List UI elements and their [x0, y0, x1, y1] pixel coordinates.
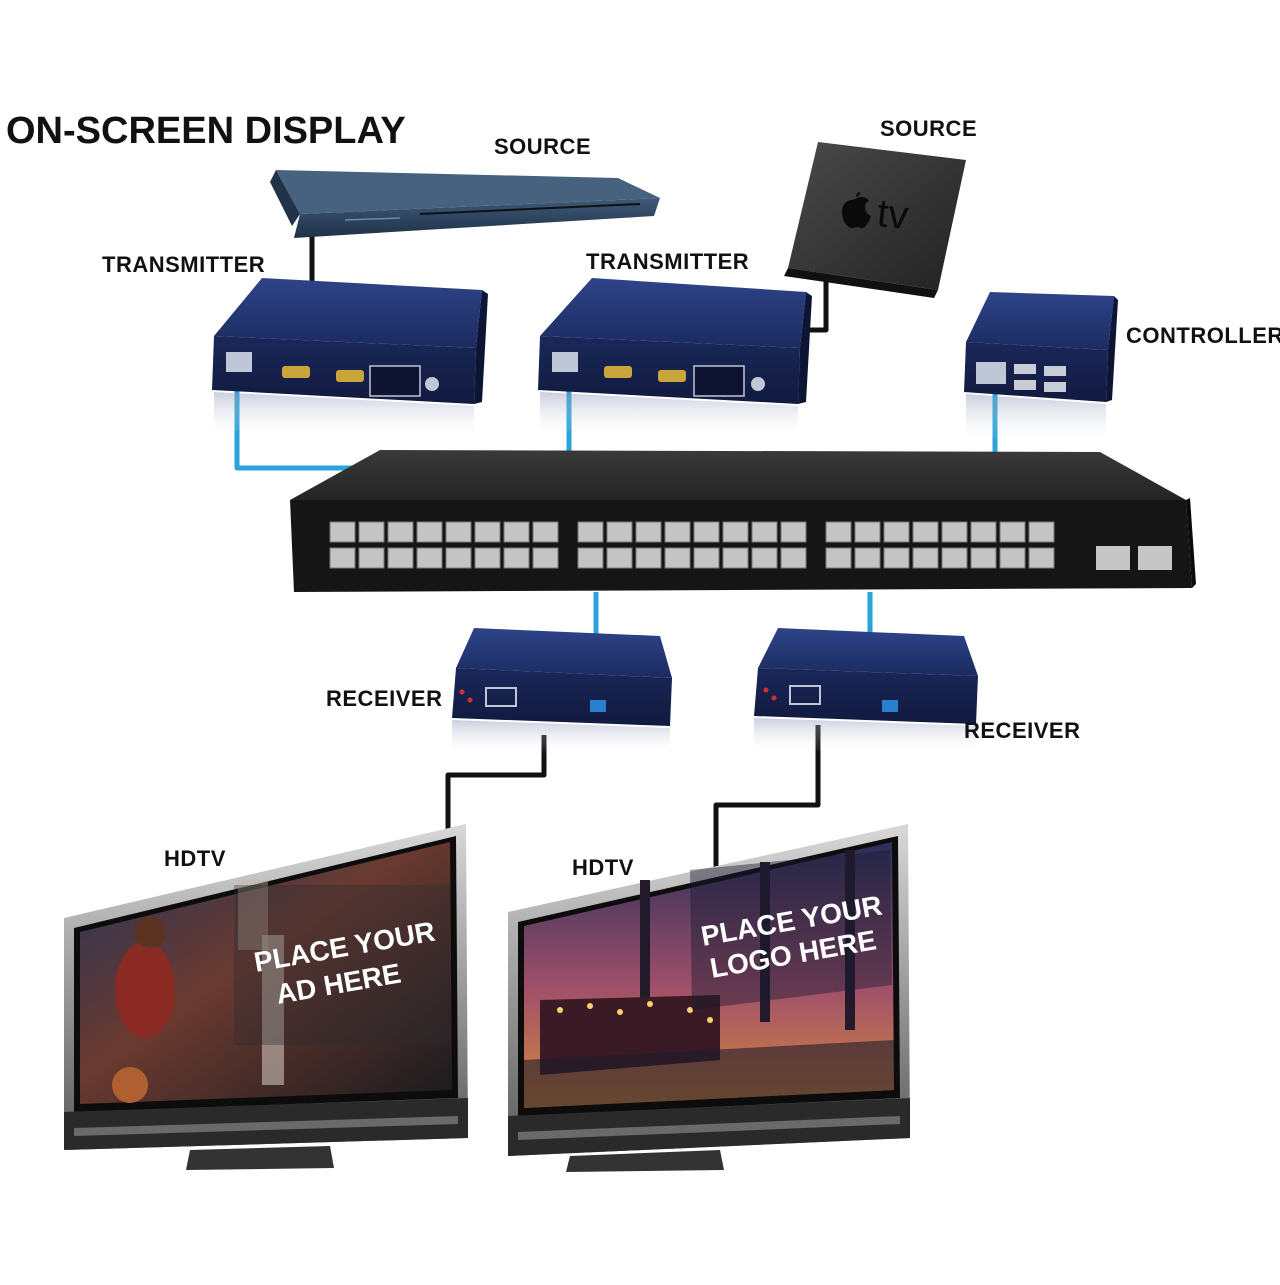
- switch-port: [825, 521, 852, 543]
- switch-port: [883, 547, 910, 569]
- uplink-port: [1138, 546, 1172, 570]
- hdmi-in-port: [336, 370, 364, 382]
- switch-port: [912, 547, 939, 569]
- switch-port: [606, 521, 633, 543]
- switch-port: [693, 547, 720, 569]
- switch-port: [532, 521, 559, 543]
- switch-port: [577, 521, 604, 543]
- switch-port: [825, 547, 852, 569]
- controller-device: [964, 292, 1118, 446]
- label-source-1: SOURCE: [494, 134, 592, 159]
- switch-port: [474, 521, 501, 543]
- switch-port: [1028, 521, 1055, 543]
- label-source-2: SOURCE: [880, 116, 978, 141]
- apple-logo-icon: [842, 192, 871, 228]
- ethernet-port: [552, 352, 578, 372]
- network-switch: [290, 450, 1196, 592]
- switch-port: [635, 521, 662, 543]
- switch-port: [577, 547, 604, 569]
- label-transmitter-2: TRANSMITTER: [586, 249, 750, 274]
- switch-port: [416, 521, 443, 543]
- source-2-apple-tv: tv: [784, 142, 966, 298]
- switch-port: [329, 547, 356, 569]
- switch-port: [329, 521, 356, 543]
- label-transmitter-1: TRANSMITTER: [102, 252, 266, 277]
- hdtv-1-screen-scene: [112, 880, 450, 1103]
- switch-port: [854, 547, 881, 569]
- diagram-title: ON-SCREEN DISPLAY: [6, 110, 406, 152]
- switch-port-array: [329, 521, 1055, 569]
- cable-receiver-1-to-hdtv-1: [445, 735, 547, 845]
- uplink-port: [1096, 546, 1130, 570]
- switch-port: [693, 521, 720, 543]
- switch-port: [532, 547, 559, 569]
- switch-port: [503, 521, 530, 543]
- label-hdtv-1: HDTV: [164, 846, 226, 871]
- switch-port: [387, 547, 414, 569]
- receiver-2-device: [754, 628, 978, 754]
- switch-port: [358, 547, 385, 569]
- switch-port: [387, 521, 414, 543]
- ethernet-port: [226, 352, 252, 372]
- switch-port: [854, 521, 881, 543]
- switch-port: [445, 521, 472, 543]
- label-controller: CONTROLLER: [1126, 323, 1280, 348]
- switch-port: [883, 521, 910, 543]
- hdmi-out-port: [604, 366, 632, 378]
- cable-receiver-2-to-hdtv-2: [713, 725, 821, 870]
- switch-port: [970, 521, 997, 543]
- switch-port: [941, 547, 968, 569]
- cable-source-2-to-transmitter-2: [803, 275, 829, 333]
- receiver-1-device: [452, 628, 672, 756]
- hdtv-2-screen-scene: [524, 850, 894, 1108]
- switch-port: [474, 547, 501, 569]
- switch-port: [606, 547, 633, 569]
- hdtv-1: PLACE YOUR AD HERE: [64, 824, 468, 1170]
- switch-port: [912, 521, 939, 543]
- apple-tv-text: tv: [875, 191, 911, 238]
- label-hdtv-2: HDTV: [572, 855, 634, 880]
- switch-port: [445, 547, 472, 569]
- switch-port: [503, 547, 530, 569]
- switch-port: [664, 547, 691, 569]
- switch-port: [780, 521, 807, 543]
- switch-port: [635, 547, 662, 569]
- switch-port: [358, 521, 385, 543]
- switch-port: [722, 521, 749, 543]
- source-1-bluray-player: [270, 170, 660, 238]
- label-receiver-2: RECEIVER: [964, 718, 1081, 743]
- hdtv-2: PLACE YOUR LOGO HERE: [508, 824, 910, 1172]
- switch-port: [751, 547, 778, 569]
- hdmi-cables: [309, 236, 829, 870]
- hdmi-out-port: [282, 366, 310, 378]
- transmitter-1-device: [212, 278, 488, 440]
- hdmi-in-port: [658, 370, 686, 382]
- usb-ports: [1014, 364, 1066, 392]
- switch-port: [664, 521, 691, 543]
- switch-port: [999, 521, 1026, 543]
- ethernet-port: [976, 362, 1006, 384]
- switch-port: [751, 521, 778, 543]
- transmitter-2-device: [538, 278, 812, 440]
- switch-port: [999, 547, 1026, 569]
- switch-port: [1028, 547, 1055, 569]
- switch-port: [780, 547, 807, 569]
- label-receiver-1: RECEIVER: [326, 686, 443, 711]
- switch-port: [941, 521, 968, 543]
- switch-port: [416, 547, 443, 569]
- switch-port: [970, 547, 997, 569]
- switch-port: [722, 547, 749, 569]
